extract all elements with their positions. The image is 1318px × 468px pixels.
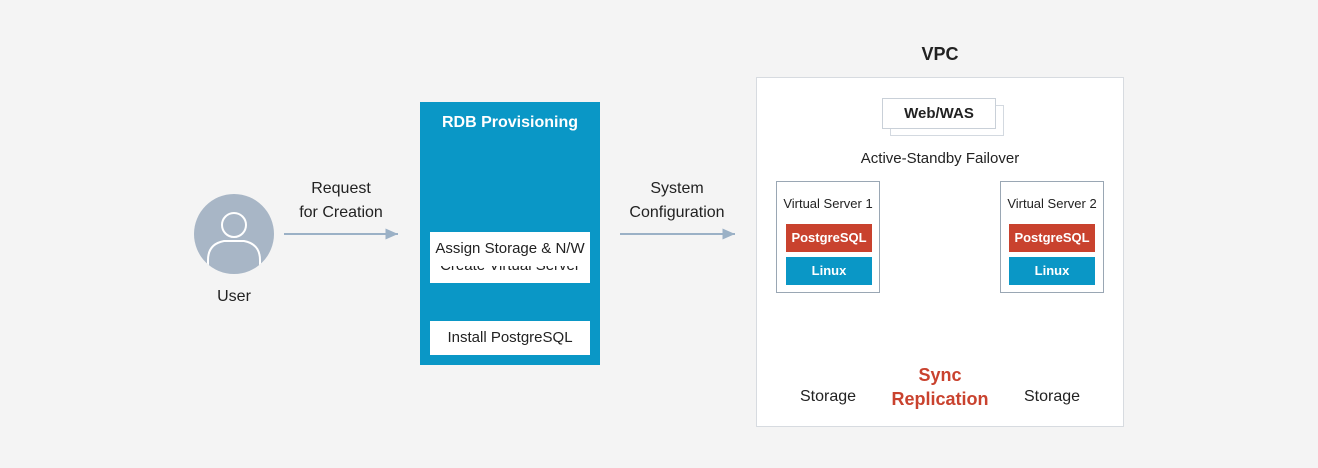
virtual-server-2: Virtual Server 2 PostgreSQL Linux [1000,181,1104,293]
linux-chip-1: Linux [786,257,872,285]
storage-label-1: Storage [799,388,857,405]
virtual-server-1-title: Virtual Server 1 [783,196,873,211]
request-label-line-1: Request [311,180,371,197]
step-install-postgresql: Install PostgreSQL [430,321,590,355]
sync-label-line-1: Sync [918,365,962,385]
user-avatar [194,194,274,274]
system-label-line-1: System [650,180,704,197]
request-label: Request for Creation [276,177,406,225]
vpc-title: VPC [921,44,959,64]
postgresql-chip-1: PostgreSQL [786,224,872,252]
failover-label: Active-Standby Failover [860,150,1020,167]
storage-label-2: Storage [1023,388,1081,405]
system-label-line-2: Configuration [629,204,725,221]
step-assign-storage: Assign Storage & N/W [430,232,590,266]
virtual-server-1: Virtual Server 1 PostgreSQL Linux [776,181,880,293]
linux-chip-2: Linux [1009,257,1095,285]
rdb-provisioning-panel: RDB Provisioning Create Virtual Server A… [420,102,600,365]
web-was-box: Web/WAS [882,98,996,129]
sync-label-line-2: Replication [891,389,989,409]
user-label: User [217,288,251,305]
user-icon [207,212,261,274]
system-configuration-label: System Configuration [612,177,742,225]
request-label-line-2: for Creation [299,204,383,221]
virtual-server-2-title: Virtual Server 2 [1007,196,1097,211]
sync-replication-label: Sync Replication [875,363,1005,411]
postgresql-chip-2: PostgreSQL [1009,224,1095,252]
provisioning-title: RDB Provisioning [441,114,578,131]
